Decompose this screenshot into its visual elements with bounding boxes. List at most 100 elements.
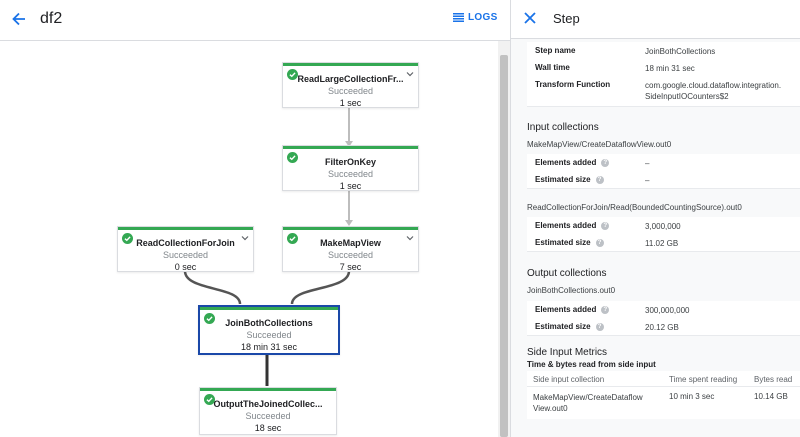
field-value-line2: SideInputIOCounters$2 [645,92,729,101]
chevron-down-icon[interactable] [406,70,414,78]
help-icon[interactable]: ? [595,175,604,184]
output-size-row: Estimated size? 20.12 GB [527,318,800,336]
field-label: Transform Function [535,80,611,89]
edge-collection-join [183,270,242,305]
field-value: JoinBothCollections [645,47,716,56]
check-circle-icon [287,233,298,244]
side-input-metrics-heading: Side Input Metrics [527,347,608,358]
step-panel: Step Step name JoinBothCollections Wall … [510,0,800,437]
node-time: 18 min 31 sec [240,342,298,352]
node-status: Succeeded [245,411,291,421]
step-name-row: Step name JoinBothCollections [527,42,800,60]
edge-arrow [345,141,353,147]
pipeline-graph[interactable]: ReadLargeCollectionFr... Succeeded 1 sec… [0,41,498,437]
input-collection-name: MakeMapView/CreateDataflowView.out0 [527,140,672,149]
node-status: Succeeded [246,330,292,340]
input-size-row: Estimated size? 11.02 GB [527,234,800,252]
side-input-time: 10 min 3 sec [669,392,715,401]
field-value: – [645,176,650,185]
field-value: 3,000,000 [645,222,681,231]
node-status-bar [283,63,418,66]
field-label: Step name [535,46,576,55]
wall-time-row: Wall time 18 min 31 sec [527,59,800,77]
node-time: 1 sec [339,181,362,191]
field-value-line1: com.google.cloud.dataflow.integration. [645,81,782,90]
input-collection-name: ReadCollectionForJoin/Read(BoundedCounti… [527,203,742,212]
job-header: df2 LOGS [0,0,510,41]
help-icon[interactable]: ? [595,238,604,247]
table-header: Side input collection Time spent reading… [527,371,800,387]
check-circle-icon [204,394,215,405]
node-join-both-collections[interactable]: JoinBothCollections Succeeded 18 min 31 … [198,305,340,355]
logs-button[interactable]: LOGS [453,12,498,23]
node-filter-on-key[interactable]: FilterOnKey Succeeded 1 sec [282,145,419,191]
help-icon[interactable]: ? [595,322,604,331]
node-output-joined-collection[interactable]: OutputTheJoinedCollec... Succeeded 18 se… [199,387,337,435]
node-status-bar [283,227,418,230]
field-label: Elements added? [535,221,610,230]
column-header: Time spent reading [669,375,738,384]
field-value: – [645,159,650,168]
field-label: Wall time [535,63,570,72]
field-value: 20.12 GB [645,323,679,332]
field-value: 300,000,000 [645,306,690,315]
chevron-down-icon[interactable] [241,234,249,242]
check-circle-icon [122,233,133,244]
field-label: Elements added? [535,158,610,167]
transform-function-row: Transform Function com.google.cloud.data… [527,76,800,107]
node-status: Succeeded [327,169,374,179]
help-icon[interactable]: ? [601,221,610,230]
node-time: 1 sec [339,98,362,108]
graph-edges [183,106,353,386]
logs-label: LOGS [468,12,498,23]
graph-panel: df2 LOGS ReadLargeCollectionFr... [0,0,510,437]
node-make-map-view[interactable]: MakeMapView Succeeded 7 sec [282,226,419,272]
field-label: Estimated size? [535,175,604,184]
step-panel-header: Step [511,0,800,39]
node-name: FilterOnKey [324,157,376,167]
column-header: Bytes read [754,375,793,384]
help-icon[interactable]: ? [601,158,610,167]
node-status-bar [200,388,336,391]
node-name: MakeMapView [320,238,381,248]
side-input-table: Side input collection Time spent reading… [527,371,800,419]
chevron-down-icon[interactable] [406,234,414,242]
node-name: ReadLargeCollectionFr... [297,74,404,84]
field-value: 18 min 31 sec [645,64,695,73]
input-size-row: Estimated size? – [527,171,800,189]
field-label: Elements added? [535,305,610,314]
field-value: 11.02 GB [645,239,679,248]
node-name: ReadCollectionForJoin [136,238,235,248]
input-elements-row: Elements added? 3,000,000 [527,217,800,235]
field-value: com.google.cloud.dataflow.integration. S… [645,80,781,102]
input-elements-row: Elements added? – [527,154,800,172]
side-input-bytes: 10.14 GB [754,392,788,401]
check-circle-icon [204,313,215,324]
close-icon[interactable] [523,11,537,25]
node-status: Succeeded [327,86,374,96]
node-status-bar [118,227,253,230]
graph-scrollbar-thumb[interactable] [500,55,508,437]
node-status-bar [200,307,338,310]
edge-map-join [290,270,351,305]
side-input-subheading: Time & bytes read from side input [527,360,656,369]
node-status: Succeeded [162,250,209,260]
node-read-collection-for-join[interactable]: ReadCollectionForJoin Succeeded 0 sec [117,226,254,272]
logs-icon [453,13,464,22]
output-collection-name: JoinBothCollections.out0 [527,286,616,295]
input-collections-heading: Input collections [527,122,599,133]
output-elements-row: Elements added? 300,000,000 [527,301,800,319]
node-name: JoinBothCollections [225,318,313,328]
node-time: 0 sec [174,262,197,272]
step-panel-title: Step [553,11,580,26]
node-status: Succeeded [327,250,374,260]
field-label: Estimated size? [535,238,604,247]
field-label: Estimated size? [535,322,604,331]
help-icon[interactable]: ? [601,305,610,314]
node-name: OutputTheJoinedCollec... [213,399,323,409]
edge-arrow [345,220,353,226]
node-read-large-collection[interactable]: ReadLargeCollectionFr... Succeeded 1 sec [282,62,419,108]
back-arrow-icon[interactable] [9,9,29,29]
